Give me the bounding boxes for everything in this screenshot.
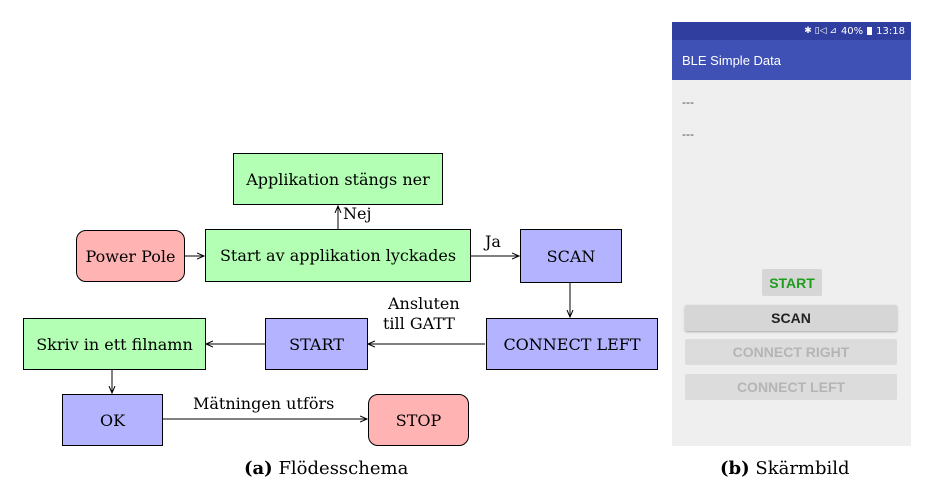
status-time: 13:18 xyxy=(876,25,905,37)
edge-label-no: Nej xyxy=(343,204,372,223)
node-connect-left: CONNECT LEFT xyxy=(486,318,658,370)
battery-icon xyxy=(867,27,873,35)
node-start: START xyxy=(265,318,368,370)
caption-b: (b) Skärmbild xyxy=(720,458,850,479)
node-app-closes: Applikation stängs ner xyxy=(233,153,443,205)
status-bar: ✱ ▯◁ ⊿ 40% 13:18 xyxy=(672,22,911,40)
edge-label-connected-2: till GATT xyxy=(383,314,455,333)
node-start-app: Start av applikation lyckades xyxy=(205,229,471,282)
edge-label-connected-1: Ansluten xyxy=(388,294,460,313)
start-button[interactable]: START xyxy=(762,269,822,296)
caption-a-text: Flödesschema xyxy=(278,458,409,479)
edge-label-measuring: Mätningen utförs xyxy=(193,394,335,413)
caption-a-label: (a) xyxy=(244,458,273,479)
phone-screen: ✱ ▯◁ ⊿ 40% 13:18 BLE Simple Data --- ---… xyxy=(672,22,911,446)
app-title: BLE Simple Data xyxy=(682,52,781,68)
node-scan: SCAN xyxy=(520,229,622,283)
node-write-filename: Skriv in ett filnamn xyxy=(23,318,206,370)
node-ok: OK xyxy=(62,394,163,446)
connect-right-button[interactable]: CONNECT RIGHT xyxy=(685,339,897,365)
value-1: --- xyxy=(682,95,694,109)
scan-button[interactable]: SCAN xyxy=(685,305,897,331)
edge-label-yes: Ja xyxy=(485,232,501,251)
node-power-pole: Power Pole xyxy=(76,230,185,282)
value-2: --- xyxy=(682,127,694,141)
caption-b-label: (b) xyxy=(720,458,750,479)
node-stop: STOP xyxy=(368,394,469,446)
flowchart-edges xyxy=(0,0,660,460)
app-bar: BLE Simple Data xyxy=(672,40,911,80)
connect-left-button[interactable]: CONNECT LEFT xyxy=(685,374,897,400)
caption-a: (a) Flödesschema xyxy=(244,458,408,479)
caption-b-text: Skärmbild xyxy=(755,458,850,479)
battery-level: 40% xyxy=(840,25,864,37)
status-icons: ✱ ▯◁ ⊿ xyxy=(804,26,837,36)
